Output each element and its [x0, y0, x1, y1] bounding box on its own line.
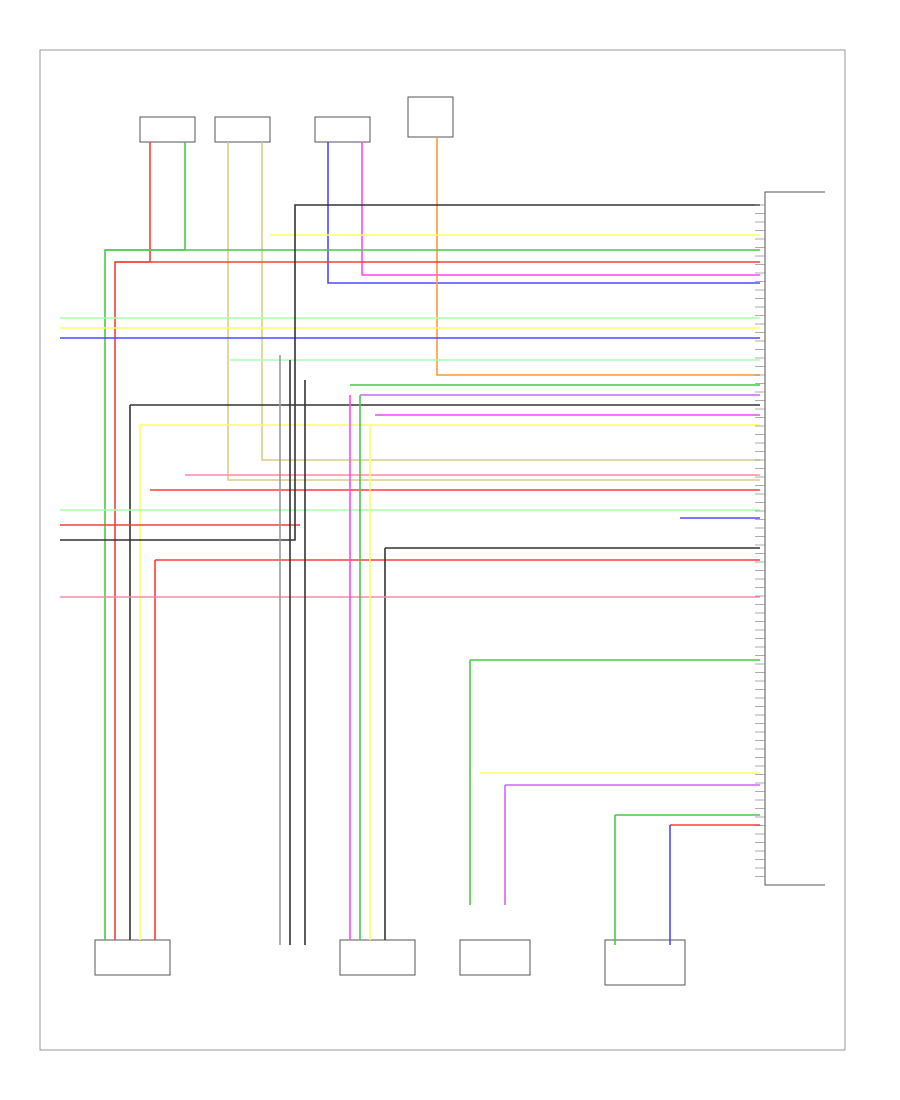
diagram-border [39, 49, 846, 1051]
wire-orange-6 [436, 137, 760, 376]
wire-magenta-5 [361, 142, 760, 276]
wire-blue-4 [327, 142, 760, 284]
pin-group [755, 204, 765, 877]
bottom-connector-1 [94, 939, 171, 976]
module-outline [764, 191, 825, 886]
bottom-connector-4 [604, 939, 686, 986]
top-components [139, 96, 454, 143]
wire-group [60, 137, 760, 945]
wire-tan-2 [227, 142, 760, 481]
bottom-connector-3 [459, 939, 531, 976]
bottom-components [94, 939, 686, 986]
bottom-connector-2 [339, 939, 416, 976]
top-connector-1 [139, 116, 196, 143]
wire-tan-3 [261, 142, 760, 461]
top-connector-4 [407, 96, 454, 138]
top-connector-3 [314, 116, 371, 143]
main-module [764, 191, 825, 886]
wire-black-25 [60, 204, 760, 541]
top-connector-2 [214, 116, 271, 143]
